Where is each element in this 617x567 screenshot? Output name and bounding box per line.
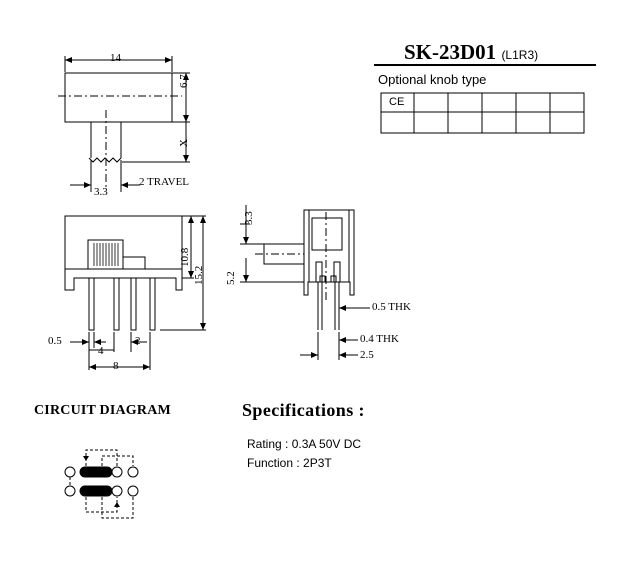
knob-cell-ce: CE — [389, 96, 405, 108]
top-view-drawing — [58, 56, 190, 192]
spec-function: Function : 2P3T — [247, 456, 332, 470]
dim-travel: 2 TRAVEL — [139, 176, 190, 188]
spec-rating: Rating : 0.3A 50V DC — [247, 437, 362, 451]
dim-pin-left: 0.5 — [48, 335, 62, 347]
knob-table-label: Optional knob type — [378, 72, 487, 87]
dim-side-top: 3.3 — [243, 211, 255, 225]
dim-thk-2: 0.4 THK — [360, 333, 399, 345]
dim-knob-width: 3.3 — [94, 186, 108, 198]
circuit-diagram-drawing — [64, 449, 139, 519]
dim-front-height-outer: 15.2 — [193, 265, 205, 285]
dim-front-height-inner: 10.8 — [179, 247, 191, 267]
model-title: SK-23D01 (L1R3) — [404, 40, 538, 65]
dim-thk-1: 0.5 THK — [372, 301, 411, 313]
dim-top-width: 14 — [110, 52, 121, 64]
circuit-title: CIRCUIT DIAGRAM — [34, 403, 171, 418]
dim-knob-height: 6.7 — [178, 74, 190, 88]
dim-knob-x: X — [178, 139, 190, 147]
specifications-title: Specifications : — [242, 400, 365, 420]
title-rule — [374, 64, 596, 66]
dim-pin-pitch: 4 — [98, 345, 104, 357]
dim-pin-gap: 2 — [135, 335, 141, 347]
model-number: SK-23D01 — [404, 40, 497, 64]
dim-pin-span: 8 — [113, 360, 119, 372]
side-view-drawing — [240, 205, 370, 360]
dim-side-bottom: 2.5 — [360, 349, 374, 361]
model-suffix: (L1R3) — [501, 48, 539, 62]
front-view-drawing — [64, 215, 206, 370]
dim-side-knob: 5.2 — [225, 271, 237, 285]
